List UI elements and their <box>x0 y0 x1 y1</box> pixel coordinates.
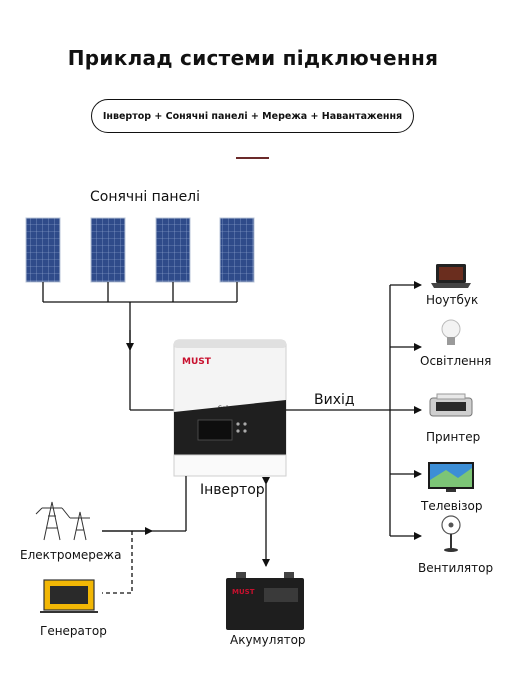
light-bulb-icon <box>441 319 461 345</box>
solar-panel-3 <box>155 217 191 283</box>
solar-panel-4 <box>219 217 255 283</box>
solar-panel-1 <box>25 217 61 283</box>
generator-icon <box>40 579 98 613</box>
solar-panels-label: Сонячні панелі <box>90 189 201 205</box>
load-label-printer: Принтер <box>426 430 481 444</box>
panel-wiring <box>42 282 238 411</box>
power-grid-icon <box>35 501 90 541</box>
grid-label: Електромережа <box>20 548 122 562</box>
tv-icon <box>428 462 474 492</box>
load-label-laptop: Ноутбук <box>426 293 479 307</box>
output-label: Вихід <box>314 392 355 408</box>
fan-icon <box>441 515 461 552</box>
battery-label: Акумулятор <box>230 633 306 647</box>
inverter-label: Інвертор <box>200 482 265 498</box>
battery-icon: MUST <box>226 572 304 630</box>
system-subtitle-text: Інвертор + Сонячні панелі + Мережа + Нав… <box>102 110 403 122</box>
printer-icon <box>429 393 473 417</box>
laptop-icon <box>431 264 471 288</box>
battery-brand-logo: MUST <box>232 588 255 596</box>
input-wiring <box>102 476 270 594</box>
output-wiring <box>286 281 422 540</box>
system-subtitle-badge: Інвертор + Сонячні панелі + Мережа + Нав… <box>91 99 414 133</box>
inverter-unit: MUST Solar Inverter <box>173 339 287 477</box>
generator-label: Генератор <box>40 624 107 638</box>
load-label-fan: Вентилятор <box>418 561 494 575</box>
solar-panel-2 <box>90 217 126 283</box>
load-label-lighting: Освітлення <box>420 354 492 368</box>
inverter-model-label: Solar Inverter <box>218 404 263 412</box>
page-title: Приклад системи підключення <box>67 46 439 70</box>
inverter-brand-logo: MUST <box>182 357 212 367</box>
load-label-tv: Телевізор <box>421 499 483 513</box>
title-divider <box>236 157 269 159</box>
